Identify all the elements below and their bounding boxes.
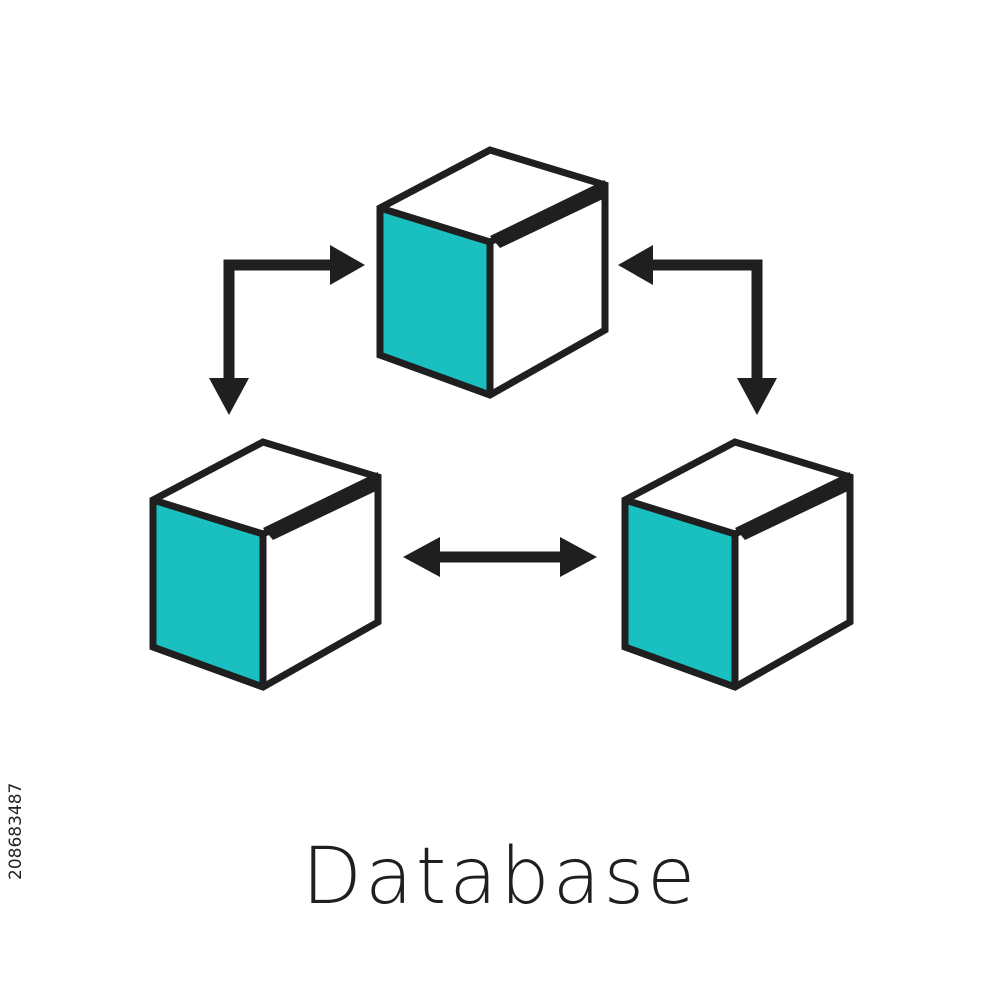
bidirectional-elbow-arrow-icon (618, 245, 777, 415)
cube-icon (380, 150, 605, 395)
caption-title: Database (301, 832, 699, 922)
cube-icon (625, 442, 850, 687)
stock-id-label: 208683487 (6, 782, 26, 880)
cube-icon (153, 442, 378, 687)
bidirectional-elbow-arrow-icon (209, 245, 365, 415)
cube-right (625, 442, 850, 687)
cube-top (380, 150, 605, 395)
bidirectional-arrow-icon (403, 537, 597, 577)
cube-left (153, 442, 378, 687)
